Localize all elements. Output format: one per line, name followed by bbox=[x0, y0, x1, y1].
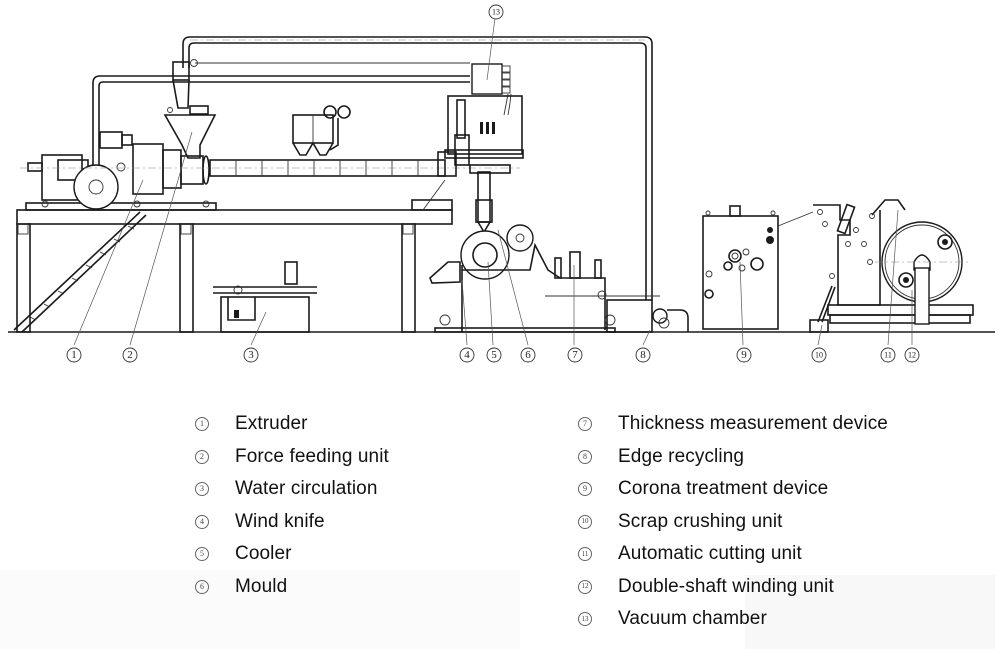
callout-9: 9 bbox=[736, 347, 752, 363]
callout-13: 13 bbox=[488, 4, 504, 20]
legend-number: 9 bbox=[578, 482, 618, 497]
callout-12: 12 bbox=[904, 347, 920, 363]
legend-item: 7 Thickness measurement device bbox=[578, 408, 888, 441]
legend-item: 12 Double-shaft winding unit bbox=[578, 571, 888, 604]
callout-3: 3 bbox=[243, 347, 259, 363]
legend-label: Automatic cutting unit bbox=[618, 543, 802, 565]
leader-lines bbox=[73, 17, 913, 346]
legend-number: 8 bbox=[578, 449, 618, 464]
legend-label: Force feeding unit bbox=[235, 445, 389, 467]
callout-2: 2 bbox=[122, 347, 138, 363]
legend-number: 12 bbox=[578, 579, 618, 594]
legend-number: 5 bbox=[195, 547, 235, 562]
legend-label: Water circulation bbox=[235, 478, 378, 500]
legend-number: 11 bbox=[578, 547, 618, 562]
legend-number: 4 bbox=[195, 514, 235, 529]
legend-number: 10 bbox=[578, 514, 618, 529]
callout-5: 5 bbox=[486, 347, 502, 363]
callout-6: 6 bbox=[520, 347, 536, 363]
legend-item: 9 Corona treatment device bbox=[578, 473, 888, 506]
svg-text:8: 8 bbox=[640, 349, 646, 361]
die-head-frame bbox=[437, 95, 524, 234]
legend-number: 2 bbox=[195, 449, 235, 464]
callout-1: 1 bbox=[66, 347, 82, 363]
legend-label: Edge recycling bbox=[618, 445, 745, 467]
svg-text:5: 5 bbox=[491, 349, 497, 361]
machine-drawing: 1 2 3 4 5 6 7 8 9 10 11 12 13 bbox=[8, 4, 995, 363]
legend-item: 13 Vacuum chamber bbox=[578, 603, 888, 636]
legend-label: Extruder bbox=[235, 413, 308, 435]
legend-item: 2 Force feeding unit bbox=[195, 441, 389, 474]
callout-8: 8 bbox=[635, 347, 651, 363]
winding-drum bbox=[875, 221, 970, 325]
svg-text:2: 2 bbox=[127, 349, 133, 361]
legend-number: 6 bbox=[195, 579, 235, 594]
legend-label: Wind knife bbox=[235, 510, 325, 532]
svg-text:12: 12 bbox=[908, 351, 916, 360]
legend-item: 5 Cooler bbox=[195, 538, 389, 571]
background-patch bbox=[745, 575, 995, 649]
svg-text:10: 10 bbox=[815, 351, 823, 360]
callout-11: 11 bbox=[880, 347, 896, 363]
extruder-drive bbox=[27, 131, 210, 210]
force-feeding-hopper bbox=[163, 59, 217, 159]
callout-7: 7 bbox=[567, 347, 583, 363]
legend-item: 8 Edge recycling bbox=[578, 441, 888, 474]
legend-number: 1 bbox=[195, 417, 235, 432]
legend-label: Scrap crushing unit bbox=[618, 510, 783, 532]
callout-4: 4 bbox=[459, 347, 475, 363]
extruder-barrel bbox=[20, 105, 520, 177]
legend-number: 7 bbox=[578, 417, 618, 432]
legend-label: Cooler bbox=[235, 543, 292, 565]
legend-label: Thickness measurement device bbox=[618, 413, 888, 435]
legend-item: 4 Wind knife bbox=[195, 506, 389, 539]
legend-label: Vacuum chamber bbox=[618, 608, 767, 630]
legend-right-column: 7 Thickness measurement device 8 Edge re… bbox=[578, 408, 888, 636]
legend-item: 1 Extruder bbox=[195, 408, 389, 441]
legend-left-column: 1 Extruder 2 Force feeding unit 3 Water … bbox=[195, 408, 389, 603]
svg-text:7: 7 bbox=[572, 349, 578, 361]
casting-unit bbox=[429, 224, 616, 333]
scrap-crushing-unit bbox=[809, 285, 836, 333]
legend-item: 3 Water circulation bbox=[195, 473, 389, 506]
winding-frame bbox=[813, 199, 974, 324]
svg-text:11: 11 bbox=[884, 351, 892, 360]
legend-item: 6 Mould bbox=[195, 571, 389, 604]
legend-label: Mould bbox=[235, 575, 288, 597]
vacuum-pipe-system bbox=[92, 36, 653, 300]
edge-recycling-unit bbox=[545, 295, 689, 333]
corona-treatment-cabinet bbox=[702, 205, 814, 330]
callout-10: 10 bbox=[811, 347, 827, 363]
svg-text:4: 4 bbox=[464, 349, 470, 361]
legend-label: Double-shaft winding unit bbox=[618, 575, 834, 597]
legend-item: 10 Scrap crushing unit bbox=[578, 506, 888, 539]
legend-item: 11 Automatic cutting unit bbox=[578, 538, 888, 571]
svg-text:13: 13 bbox=[492, 8, 500, 17]
svg-text:9: 9 bbox=[741, 349, 747, 361]
extruder-platform bbox=[13, 179, 453, 333]
background-patch bbox=[0, 570, 520, 649]
svg-text:1: 1 bbox=[71, 349, 77, 361]
svg-text:3: 3 bbox=[248, 349, 254, 361]
water-circulation-unit bbox=[213, 261, 317, 333]
legend-number: 13 bbox=[578, 612, 618, 627]
legend-label: Corona treatment device bbox=[618, 478, 829, 500]
legend-number: 3 bbox=[195, 482, 235, 497]
svg-text:6: 6 bbox=[525, 349, 531, 361]
